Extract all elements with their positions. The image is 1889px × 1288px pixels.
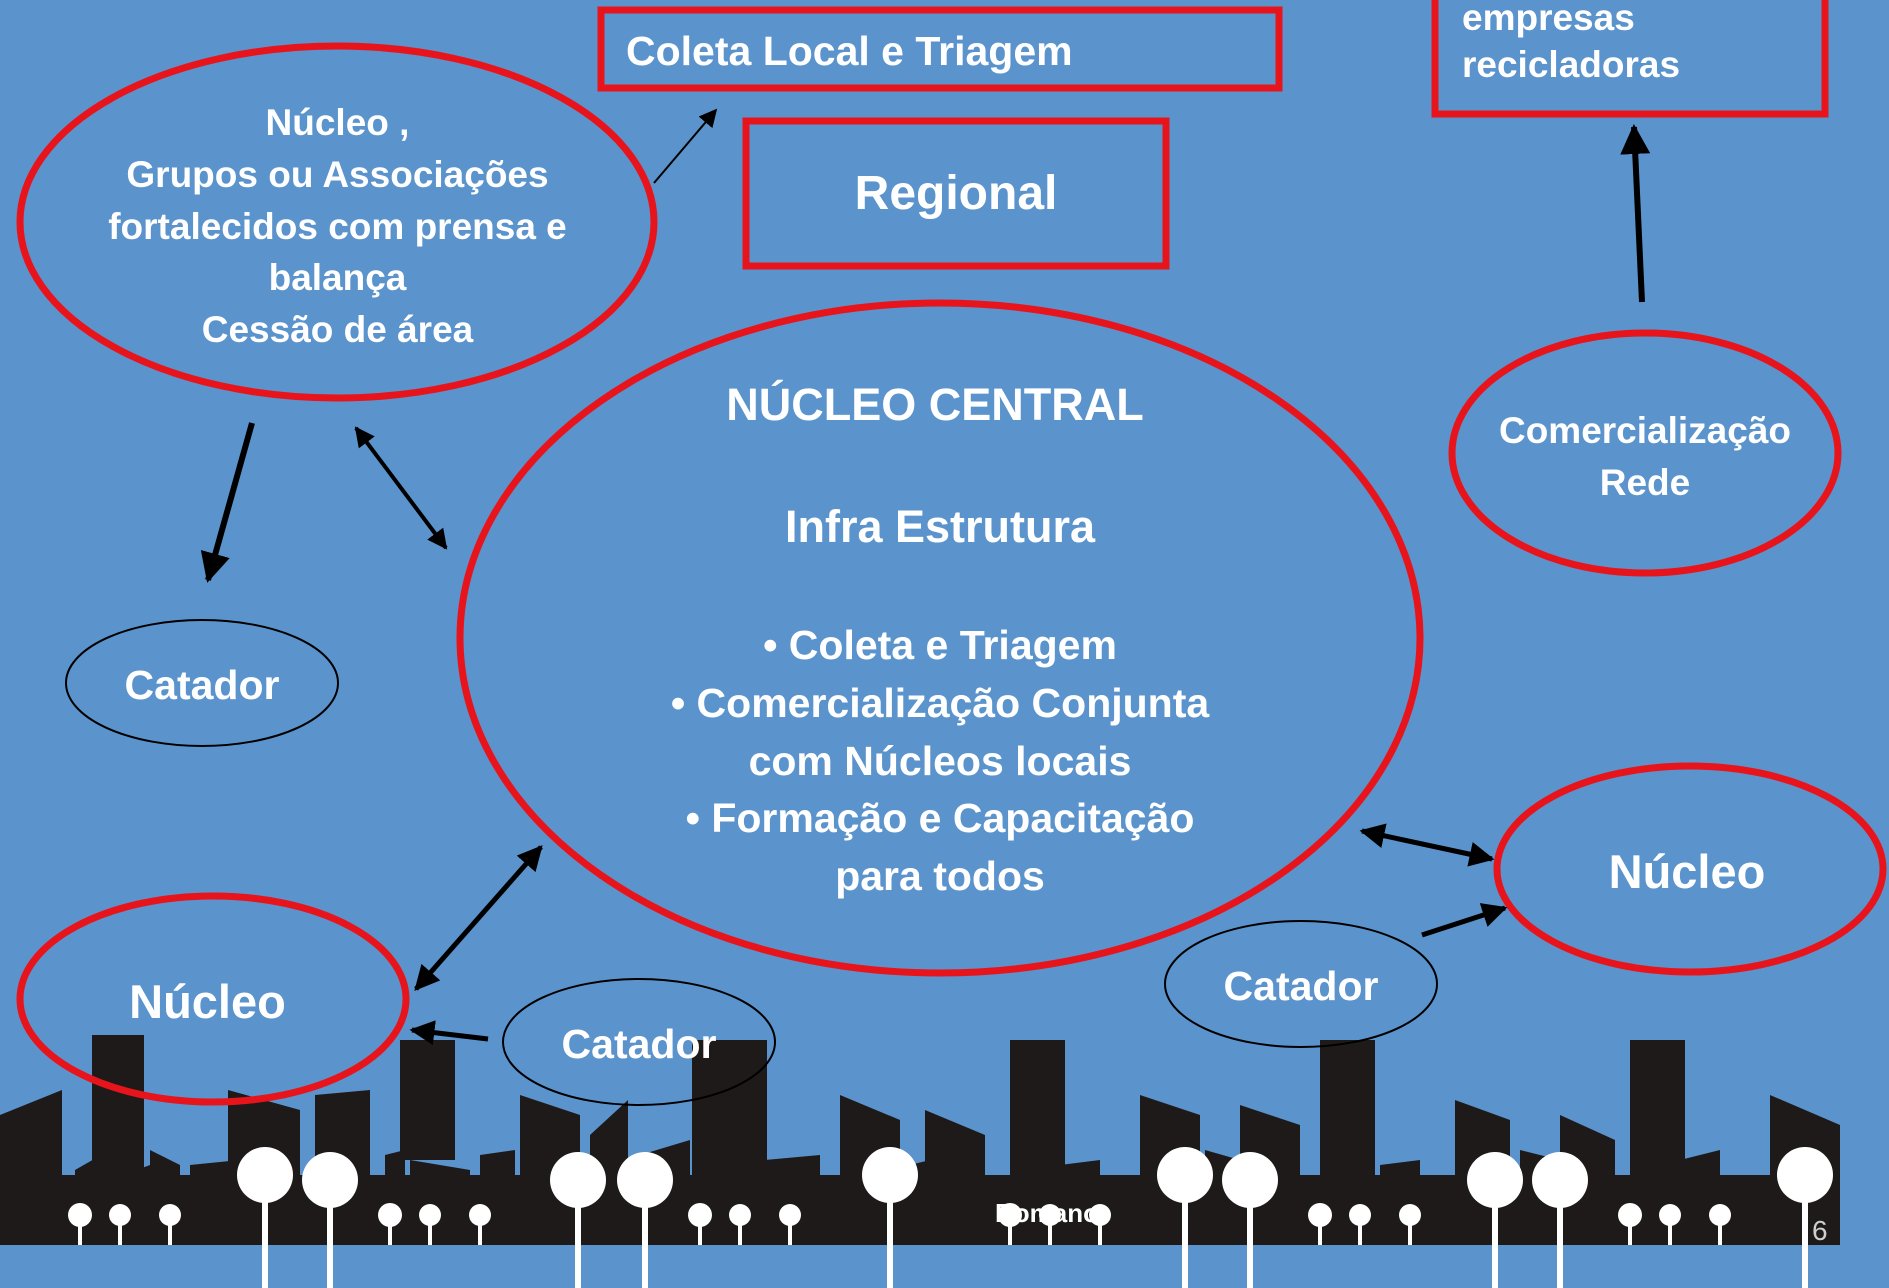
comercializacao-ellipse — [1448, 329, 1842, 577]
empresas-label: empresas recicladoras — [1462, 0, 1680, 89]
nucleo-grupos-line-3: fortalecidos com prensa e — [108, 205, 567, 247]
comercializacao-label: Comercialização Rede — [1460, 405, 1830, 509]
arrow-catador-right-to-nucleo — [1421, 903, 1508, 938]
nucleo-grupos-line-2: Grupos ou Associações — [126, 153, 549, 195]
arrow-to-empresas — [1620, 124, 1651, 303]
nucleo-central-subtitle: Infra Estrutura — [784, 501, 1096, 552]
empresas-line-1: empresas — [1462, 0, 1635, 38]
arrow-nucleo-left-central — [414, 845, 543, 991]
nucleo-central-title: NÚCLEO CENTRAL — [726, 379, 1144, 430]
empresas-box — [1431, 0, 1829, 118]
catador-right-ellipse — [1164, 920, 1438, 1048]
nucleo-grupos-label: Núcleo , Grupos ou Associações fortaleci… — [60, 97, 615, 356]
central-item-5: para todos — [835, 853, 1045, 900]
nucleo-grupos-ellipse — [16, 42, 658, 402]
author-footer: Romano — [995, 1198, 1099, 1228]
empresas-line-2: recicladoras — [1462, 44, 1681, 86]
arrow-catador-bottom-to-nucleo — [409, 1020, 489, 1046]
central-item-2: • Comercialização Conjunta — [670, 679, 1210, 726]
nucleo-left-ellipse — [16, 892, 410, 1106]
nucleo-grupos-line-5: Cessão de área — [201, 309, 474, 351]
arrow-central-nucleo-right — [1359, 823, 1495, 867]
page-number: 6 — [1812, 1215, 1828, 1246]
regional-box — [742, 117, 1170, 270]
regional-label: Regional — [854, 167, 1058, 220]
nucleo-central-ellipse — [456, 299, 1424, 977]
nucleo-right-label: Núcleo — [1608, 845, 1766, 898]
nucleo-central-items: • Coleta e Triagem • Comercialização Con… — [580, 617, 1300, 906]
arrow-to-catador-left — [200, 422, 255, 583]
city-silhouette — [0, 1035, 1840, 1245]
central-item-4: • Formação e Capacitação — [685, 795, 1195, 842]
catador-right-label: Catador — [1223, 963, 1379, 1009]
nucleo-right-ellipse — [1493, 762, 1887, 976]
coleta-local-label: Coleta Local e Triagem — [626, 28, 1073, 74]
arrow-to-coleta-local — [653, 108, 718, 184]
catador-bottom-label: Catador — [561, 1021, 717, 1067]
nucleo-grupos-line-4: balança — [268, 257, 407, 299]
catador-left-ellipse — [65, 619, 339, 747]
coleta-local-box — [597, 6, 1283, 92]
arrows — [200, 108, 1651, 1046]
arrow-grupos-central — [354, 426, 448, 550]
central-item-1: • Coleta e Triagem — [763, 622, 1117, 668]
central-item-3: com Núcleos locais — [748, 737, 1132, 784]
trees — [68, 1147, 1833, 1288]
nucleo-grupos-line-1: Núcleo , — [265, 102, 410, 143]
nucleo-left-label: Núcleo — [129, 975, 286, 1028]
comercializacao-line-2: Rede — [1599, 461, 1691, 503]
catador-bottom-ellipse — [502, 978, 776, 1106]
comercializacao-line-1: Comercialização — [1498, 410, 1792, 451]
catador-left-label: Catador — [124, 662, 280, 708]
